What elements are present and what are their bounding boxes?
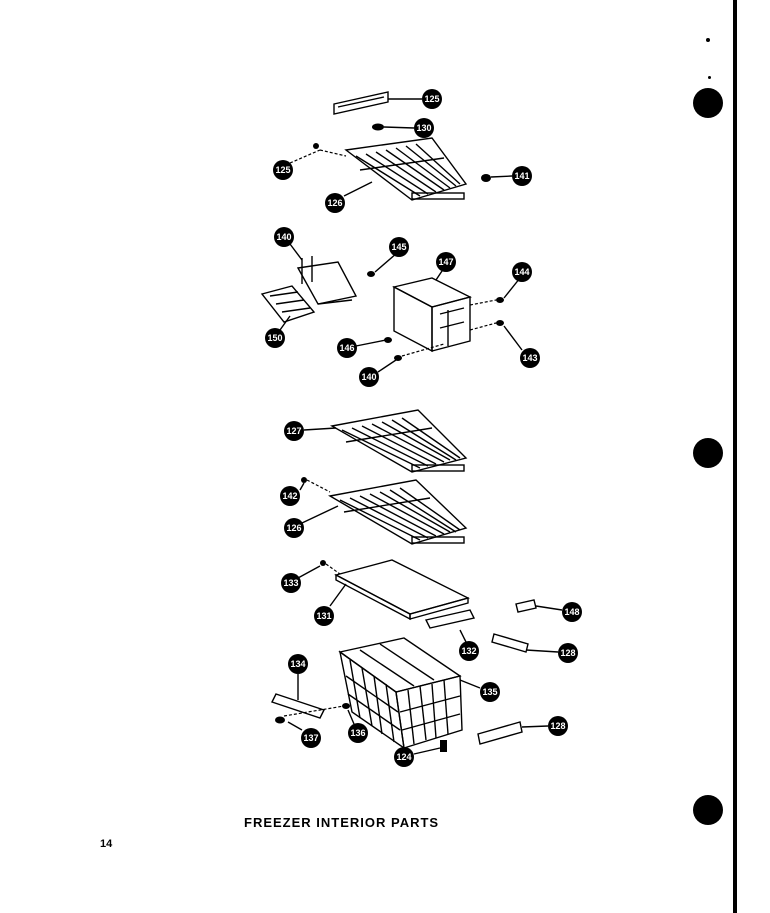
part-137-clip	[275, 716, 285, 724]
leader-lines	[279, 98, 563, 755]
part-150-ice-tray	[260, 285, 316, 323]
part-143-screw	[496, 320, 504, 326]
callout-label: 128	[560, 648, 575, 658]
callout-label: 124	[396, 752, 411, 762]
callout-label: 142	[282, 491, 297, 501]
part-126-wire-shelf-top	[344, 137, 468, 201]
callout-127: 127	[284, 421, 304, 441]
binder-edge-line	[733, 0, 737, 913]
speck	[706, 38, 710, 42]
callout-150: 150	[265, 328, 285, 348]
callout-144: 144	[512, 262, 532, 282]
callout-147: 147	[436, 252, 456, 272]
callout-label: 145	[391, 242, 406, 252]
diagram-caption: FREEZER INTERIOR PARTS	[244, 815, 440, 830]
speck	[708, 76, 711, 79]
callout-142: 142	[280, 486, 300, 506]
callout-137: 137	[301, 728, 321, 748]
part-142-pin	[301, 477, 307, 483]
callout-label: 128	[550, 721, 565, 731]
part-136-clip	[342, 703, 350, 709]
callout-132: 132	[459, 641, 479, 661]
callout-label: 131	[316, 611, 331, 621]
callout-label: 126	[286, 523, 301, 533]
callout-label: 147	[438, 257, 453, 267]
callout-label: 127	[286, 426, 301, 436]
callout-148: 148	[562, 602, 582, 622]
part-124-stop	[440, 740, 447, 752]
callout-label: 143	[522, 353, 537, 363]
callout-141: 141	[512, 166, 532, 186]
callout-label: 146	[339, 343, 354, 353]
part-131-cover-panel	[334, 559, 470, 621]
callout-125-top: 125	[422, 89, 442, 109]
callout-label: 130	[416, 123, 431, 133]
part-140-screw	[394, 355, 402, 361]
callout-label: 135	[482, 687, 497, 697]
callout-label: 132	[461, 646, 476, 656]
callout-label: 144	[514, 267, 529, 277]
callout-136: 136	[348, 723, 368, 743]
callout-133: 133	[281, 573, 301, 593]
part-128-rail-bottom	[477, 721, 523, 745]
part-141-clip	[481, 174, 491, 182]
callout-146: 146	[337, 338, 357, 358]
part-134-rail-left	[271, 693, 325, 719]
part-147-box	[392, 277, 472, 353]
callout-140-bottom: 140	[359, 367, 379, 387]
part-125-pin	[313, 143, 319, 149]
callout-124: 124	[394, 747, 414, 767]
callout-label: 137	[303, 733, 318, 743]
binder-hole-middle	[693, 438, 723, 468]
callout-label: 140	[361, 372, 376, 382]
callout-label: 136	[350, 728, 365, 738]
callout-label: 125	[424, 94, 439, 104]
part-145-screw	[367, 271, 375, 277]
callout-label: 125	[275, 165, 290, 175]
part-127-wire-shelf	[330, 409, 468, 473]
callout-143: 143	[520, 348, 540, 368]
callout-label: 126	[327, 198, 342, 208]
part-144-screw	[496, 297, 504, 303]
callout-131: 131	[314, 606, 334, 626]
callout-145: 145	[389, 237, 409, 257]
callout-130: 130	[414, 118, 434, 138]
page-number: 14	[100, 838, 113, 850]
callout-label: 141	[514, 171, 529, 181]
callout-label: 140	[276, 232, 291, 242]
callout-140-top: 140	[274, 227, 294, 247]
part-133-pin	[320, 560, 326, 566]
callout-label: 133	[283, 578, 298, 588]
part-132-front-trim	[424, 609, 476, 629]
part-126-wire-shelf-lower	[328, 479, 468, 545]
part-146-screw	[384, 337, 392, 343]
callout-label: 148	[564, 607, 579, 617]
callout-125-left: 125	[273, 160, 293, 180]
part-140-bracket	[296, 256, 358, 305]
callout-126-lower: 126	[284, 518, 304, 538]
callout-128-bottom: 128	[548, 716, 568, 736]
binder-hole-top	[693, 88, 723, 118]
part-125-trim-strip	[333, 91, 389, 115]
callout-134: 134	[288, 654, 308, 674]
part-130-clip	[372, 123, 384, 131]
part-148-trim	[515, 599, 537, 613]
callout-label: 150	[267, 333, 282, 343]
callout-128-right: 128	[558, 643, 578, 663]
binder-hole-bottom	[693, 795, 723, 825]
callout-126-top: 126	[325, 193, 345, 213]
callout-135: 135	[480, 682, 500, 702]
part-128-rail-right	[491, 633, 529, 653]
callout-label: 134	[290, 659, 305, 669]
